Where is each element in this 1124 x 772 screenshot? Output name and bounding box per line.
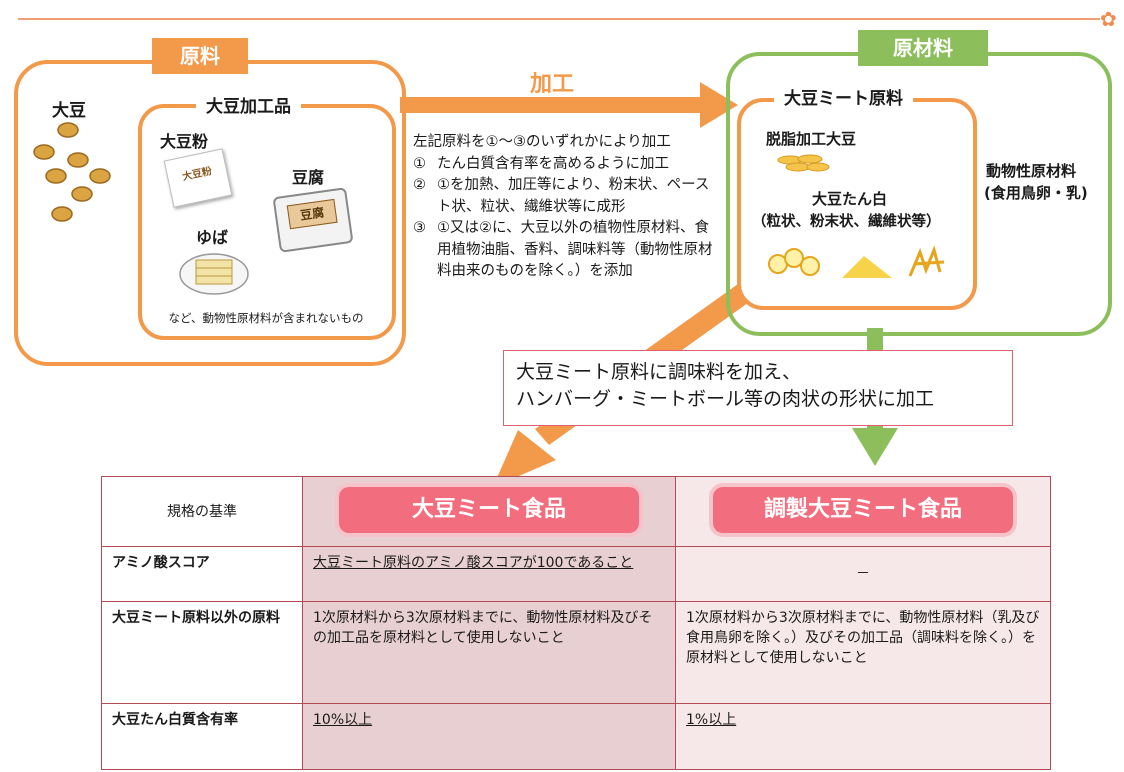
callout-line-2: ハンバーグ・ミートボール等の肉状の形状に加工 [516,388,935,410]
row-label: 大豆ミート原料以外の原料 [101,601,303,704]
soy-protein-icon [768,245,945,278]
cell-soy-meat: 大豆ミート原料のアミノ酸スコアが100であること [302,546,676,602]
soy-meat-material-title: 大豆ミート原料 [774,88,913,110]
soy-meat-food-badge: 大豆ミート食品 [339,487,639,533]
processing-callout: 大豆ミート原料に調味料を加え、 ハンバーグ・ミートボール等の肉状の形状に加工 [503,350,1013,426]
tofu-pack-icon: 豆腐 [272,187,354,253]
process-intro: 左記原料を①～③のいずれかにより加工 [413,134,671,150]
soy-protein-forms: （粒状、粉末状、繊維状等） [752,214,941,230]
process-step: ① たん白質含有率を高めるように加工 [413,154,723,176]
process-step-text: たん白質含有率を高めるように加工 [437,155,669,172]
row-label: アミノ酸スコア [101,546,303,602]
process-step: ③ ①又は②に、大豆以外の植物性原材料、食用植物油脂、香料、調味料等（動物性原材… [413,218,723,283]
table-header-row: 規格の基準 大豆ミート食品 調製大豆ミート食品 [101,476,1051,547]
process-arrow [400,82,738,128]
process-step-text: ①を加熱、加圧等により、粉末状、ペースト状、粒状、繊維状等に成形 [437,177,710,215]
top-rule [18,18,1100,20]
flower-icon: ✿ [1100,7,1117,31]
table-row: 大豆たん白質含有率 10%以上 1%以上 [101,703,1051,770]
header-col-soy-meat: 大豆ミート食品 [302,476,676,547]
process-description: 左記原料を①～③のいずれかにより加工 ① たん白質含有率を高めるように加工 ② … [413,132,723,283]
cell-prepared: 1%以上 [675,703,1051,770]
cell-soy-meat: 10%以上 [302,703,676,770]
cell-prepared: 1次原材料から3次原材料までに、動物性原材料（乳及び食用鳥卵を除く。）及びその加… [675,601,1051,704]
prepared-soy-meat-food-badge: 調製大豆ミート食品 [713,487,1013,533]
yuba-label: ゆば [196,228,229,247]
processed-products-title: 大豆加工品 [196,96,301,118]
soy-protein-label: 大豆たん白 [812,190,888,208]
animal-material-label: 動物性原材料 [986,162,1077,180]
tofu-pack-text: 豆腐 [286,198,338,230]
flour-bag-text: 大豆粉 [181,166,214,184]
process-step-text: ①又は②に、大豆以外の植物性原材料、食用植物油脂、香料、調味料等（動物性原材料由… [437,220,713,279]
materials-tag: 原材料 [858,30,988,66]
raw-material-tag: 原料 [152,38,248,74]
tofu-label: 豆腐 [292,168,325,187]
cell-soy-meat: 1次原材料から3次原材料までに、動物性原材料及びその加工品を原材料として使用しな… [302,601,676,704]
header-col-prepared: 調製大豆ミート食品 [675,476,1051,547]
animal-material-sub: (食用鳥卵・乳) [984,184,1088,202]
process-step-num: ① [413,155,426,172]
soy-flour-label: 大豆粉 [160,132,209,151]
defatted-soy-label: 脱脂加工大豆 [766,130,857,148]
process-step: ② ①を加熱、加圧等により、粉末状、ペースト状、粒状、繊維状等に成形 [413,175,723,218]
soybean-label: 大豆 [52,101,86,121]
process-label: 加工 [530,72,575,97]
table-row: アミノ酸スコア 大豆ミート原料のアミノ酸スコアが100であること － [101,546,1051,602]
process-step-num: ③ [413,220,426,236]
soybean-icon [33,122,111,222]
table-row: 大豆ミート原料以外の原料 1次原材料から3次原材料までに、動物性原材料及びその加… [101,601,1051,704]
processed-note: など、動物性原材料が含まれないもの [168,311,364,325]
cell-prepared: － [675,546,1051,602]
callout-line-1: 大豆ミート原料に調味料を加え、 [516,361,802,383]
header-criteria: 規格の基準 [101,476,303,547]
defatted-soy-icon [777,154,830,172]
standards-table: 規格の基準 大豆ミート食品 調製大豆ミート食品 アミノ酸スコア 大豆ミート原料の… [101,476,1051,770]
row-label: 大豆たん白質含有率 [101,703,303,770]
processed-products-box [138,104,396,340]
process-step-num: ② [413,177,426,193]
yuba-plate-icon [179,253,249,295]
